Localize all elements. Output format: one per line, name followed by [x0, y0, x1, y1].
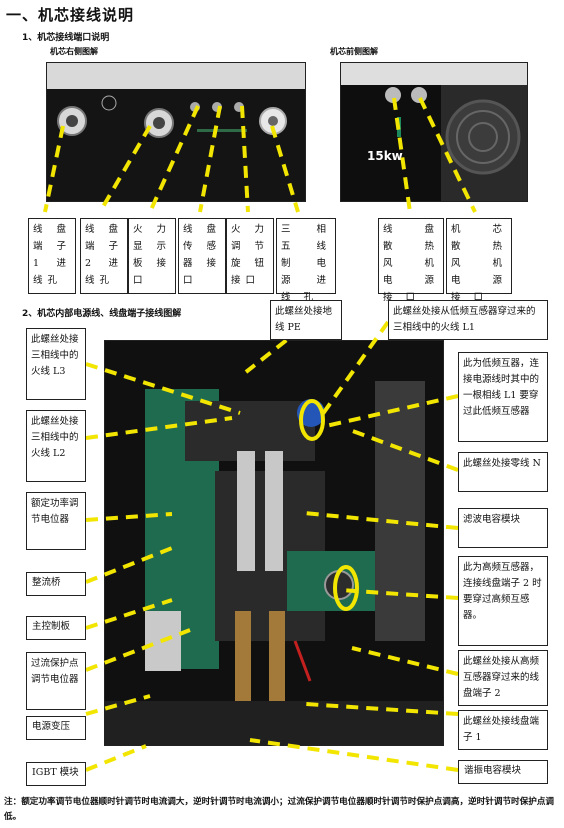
callout-coil-terminal-2: 此螺丝处接从高频互感器穿过来的线盘端子 2	[458, 650, 548, 706]
callout-overcurrent-pot: 过流保护点调节电位器	[26, 652, 86, 710]
internal-wiring-photo	[104, 340, 444, 746]
port-label-power-knob: 火 力 调 节 旋 钮 接口	[226, 218, 274, 294]
callout-rectifier: 整流桥	[26, 572, 86, 596]
port-label-power-inlet: 三 相 五 线 制 电 源 进 线 孔	[276, 218, 336, 303]
port-label-coil-sensor: 线 盘 传 感 器 接 口	[178, 218, 226, 294]
callout-filter-cap: 滤波电容模块	[458, 508, 548, 548]
internal-wiring-drawing	[105, 341, 443, 745]
callout-transformer: 电源变压	[26, 716, 86, 740]
callout-igbt: IGBT 模块	[26, 762, 86, 786]
callout-l1-from-ct: 此螺丝处接从低频互感器穿过来的三相线中的火线 L1	[388, 300, 548, 340]
callout-l3: 此螺丝处接三相线中的火线 L3	[26, 328, 86, 400]
port-label-coil-fan-power: 线 盘 散 热 风 机 电 源 接 口	[378, 218, 444, 303]
section1-heading: 1、机芯接线端口说明	[22, 33, 110, 43]
callout-ground-pe: 此螺丝处接地线 PE	[270, 300, 342, 340]
front-side-caption: 机芯前侧图解	[330, 47, 378, 56]
port-label-unit-fan-power: 机 芯 散 热 风 机 电 源 接 口	[446, 218, 512, 303]
right-side-caption: 机芯右侧图解	[50, 47, 98, 56]
section2-heading: 2、机芯内部电源线、线盘端子接线图解	[22, 309, 182, 319]
callout-low-freq-ct: 此为低频互器，连接电源线时其中的一根相线 L1 要穿过此低频互感器	[458, 352, 548, 442]
callout-coil-terminal-1: 此螺丝处接线盘端子 1	[458, 710, 548, 750]
port-label-coil-terminal-1: 线 盘 端子 1 进 线孔	[28, 218, 76, 294]
page-title: 一、机芯接线说明	[6, 6, 135, 24]
callout-resonant-cap: 谐振电容模块	[458, 760, 548, 784]
unit-front-drawing	[341, 63, 527, 201]
unit-right-side-photo	[46, 62, 306, 202]
unit-front-photo: 15kw	[340, 62, 528, 202]
power-rating-label: 15kw	[367, 149, 403, 163]
callout-main-board: 主控制板	[26, 616, 86, 640]
callout-high-freq-ct: 此为高频互感器，连接线盘端子 2 时要穿过高频互感器。	[458, 556, 548, 646]
port-label-coil-terminal-2: 线 盘 端子 2 进 线孔	[80, 218, 128, 294]
callout-neutral: 此螺丝处接零线 N	[458, 452, 548, 492]
port-label-power-display: 火 力 显 示 板 接 口	[128, 218, 176, 294]
unit-right-side-drawing	[47, 89, 305, 201]
callout-power-pot: 额定功率调节电位器	[26, 492, 86, 550]
callout-l2: 此螺丝处接三相线中的火线 L2	[26, 410, 86, 482]
footnote: 注：额定功率调节电位器顺时针调节时电流调大，逆时针调节时电流调小；过流保护调节电…	[4, 797, 555, 822]
